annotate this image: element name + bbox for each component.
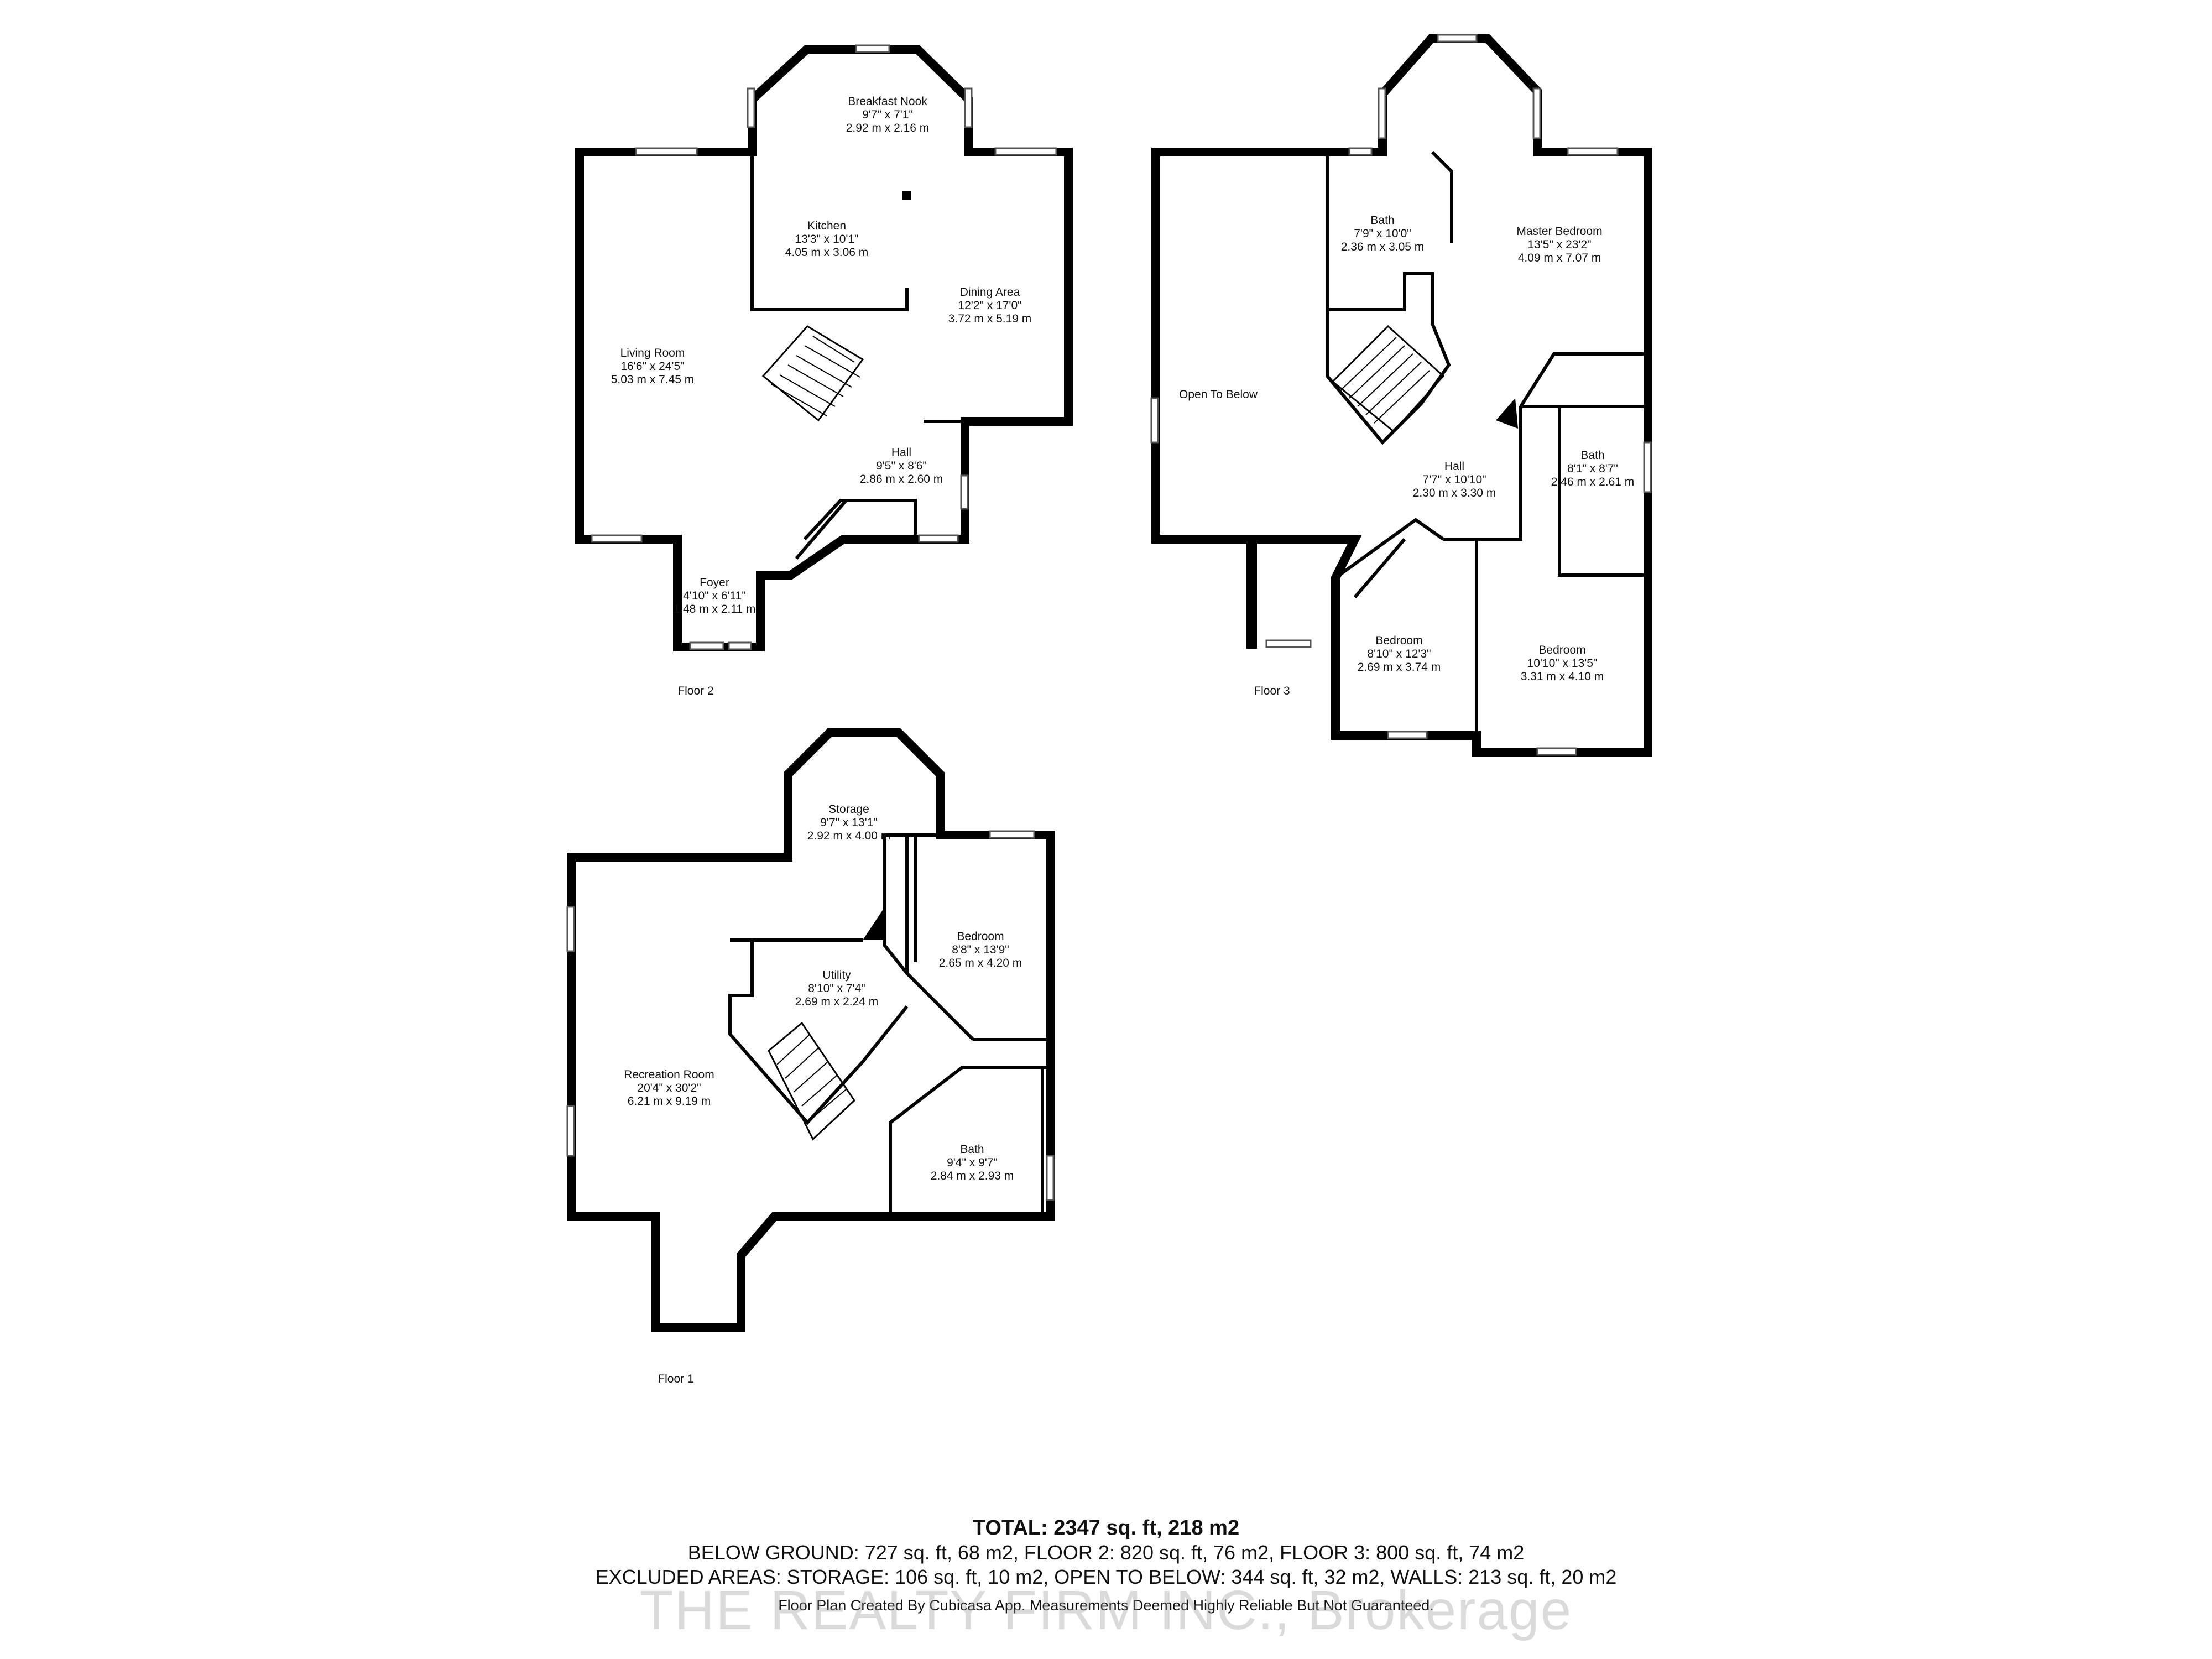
area-summary: TOTAL: 2347 sq. ft, 218 m2 BELOW GROUND:… (0, 1515, 2212, 1615)
floor-1-label: Floor 1 (658, 1373, 693, 1385)
room-name: Bedroom (1538, 644, 1585, 656)
room-metric: 2.65 m x 4.20 m (939, 957, 1022, 969)
room-metric: 5.03 m x 7.45 m (611, 373, 695, 386)
room-metric: 1.48 m x 2.11 m (673, 603, 755, 615)
room-name: Dining Area (960, 286, 1020, 299)
room-name: Living Room (620, 347, 685, 359)
room-imperial: 8'8" x 13'9" (952, 943, 1009, 956)
room-metric: 6.21 m x 9.19 m (628, 1095, 711, 1108)
floor-2-stairs (761, 325, 864, 422)
room-name: Foyer (700, 576, 729, 589)
room-imperial: 12'2" x 17'0" (958, 299, 1021, 312)
room-imperial: 8'1" x 8'7" (1567, 462, 1618, 475)
room-imperial: 10'10" x 13'5" (1527, 657, 1598, 670)
room-imperial: 4'10" x 6'11" (683, 589, 746, 602)
room-label: Open To Below (1179, 388, 1258, 401)
floor-1-stairs (768, 1021, 855, 1141)
floor-2-plan (575, 44, 1073, 651)
room-name: Open To Below (1179, 388, 1258, 401)
room-name: Hall (1444, 460, 1464, 473)
floor-areas: BELOW GROUND: 727 sq. ft, 68 m2, FLOOR 2… (687, 1541, 1525, 1564)
room-metric: 3.31 m x 4.10 m (1521, 670, 1604, 683)
room-metric: 4.09 m x 7.07 m (1518, 252, 1601, 264)
disclaimer: Floor Plan Created By Cubicasa App. Meas… (778, 1597, 1434, 1614)
room-name: Bedroom (1375, 634, 1422, 647)
room-imperial: 7'9" x 10'0" (1354, 227, 1411, 240)
room-name: Bedroom (957, 930, 1004, 943)
room-name: Utility (822, 969, 851, 982)
room-name: Storage (828, 803, 869, 816)
room-name: Hall (891, 446, 911, 459)
room-name: Bath (1370, 214, 1394, 227)
room-imperial: 7'7" x 10'10" (1422, 473, 1486, 486)
room-imperial: 13'5" x 23'2" (1527, 238, 1591, 251)
room-metric: 2.36 m x 3.05 m (1341, 241, 1425, 253)
room-metric: 2.86 m x 2.60 m (860, 473, 943, 486)
room-imperial: 20'4" x 30'2" (637, 1082, 701, 1094)
room-metric: 2.46 m x 2.61 m (1551, 476, 1635, 488)
room-imperial: 13'3" x 10'1" (795, 233, 858, 246)
room-metric: 4.05 m x 3.06 m (785, 246, 869, 259)
room-metric: 2.69 m x 2.24 m (795, 995, 879, 1008)
floor-3-label: Floor 3 (1254, 685, 1290, 697)
room-name: Kitchen (807, 220, 846, 232)
room-metric: 2.92 m x 2.16 m (846, 122, 930, 134)
room-imperial: 9'7" x 13'1" (820, 816, 878, 829)
room-name: Bath (1580, 449, 1604, 462)
room-name: Master Bedroom (1516, 225, 1602, 238)
total-area: TOTAL: 2347 sq. ft, 218 m2 (972, 1516, 1240, 1540)
room-imperial: 8'10" x 12'3" (1367, 648, 1431, 660)
room-imperial: 9'5" x 8'6" (876, 460, 927, 472)
floor-2-label: Floor 2 (677, 685, 713, 697)
floor-3-plan (1150, 34, 1652, 757)
room-metric: 2.30 m x 3.30 m (1413, 487, 1496, 499)
floor-3-stairs (1331, 325, 1445, 433)
room-imperial: 9'4" x 9'7" (947, 1156, 998, 1169)
room-imperial: 8'10" x 7'4" (808, 982, 865, 995)
brokerage-watermark: THE REALTY FIRM INC., Brokerage (639, 1579, 1573, 1641)
floor-1-plan (566, 728, 1055, 1332)
room-name: Recreation Room (624, 1068, 714, 1081)
room-metric: 2.92 m x 4.00 m (807, 830, 891, 842)
excluded-areas: EXCLUDED AREAS: STORAGE: 106 sq. ft, 10 … (595, 1566, 1617, 1588)
room-name: Breakfast Nook (848, 95, 927, 108)
room-name: Bath (960, 1143, 984, 1156)
room-imperial: 9'7" x 7'1" (862, 108, 913, 121)
room-metric: 2.84 m x 2.93 m (931, 1170, 1014, 1182)
room-imperial: 16'6" x 24'5" (620, 360, 684, 373)
room-metric: 3.72 m x 5.19 m (948, 312, 1032, 325)
room-metric: 2.69 m x 3.74 m (1358, 661, 1441, 674)
